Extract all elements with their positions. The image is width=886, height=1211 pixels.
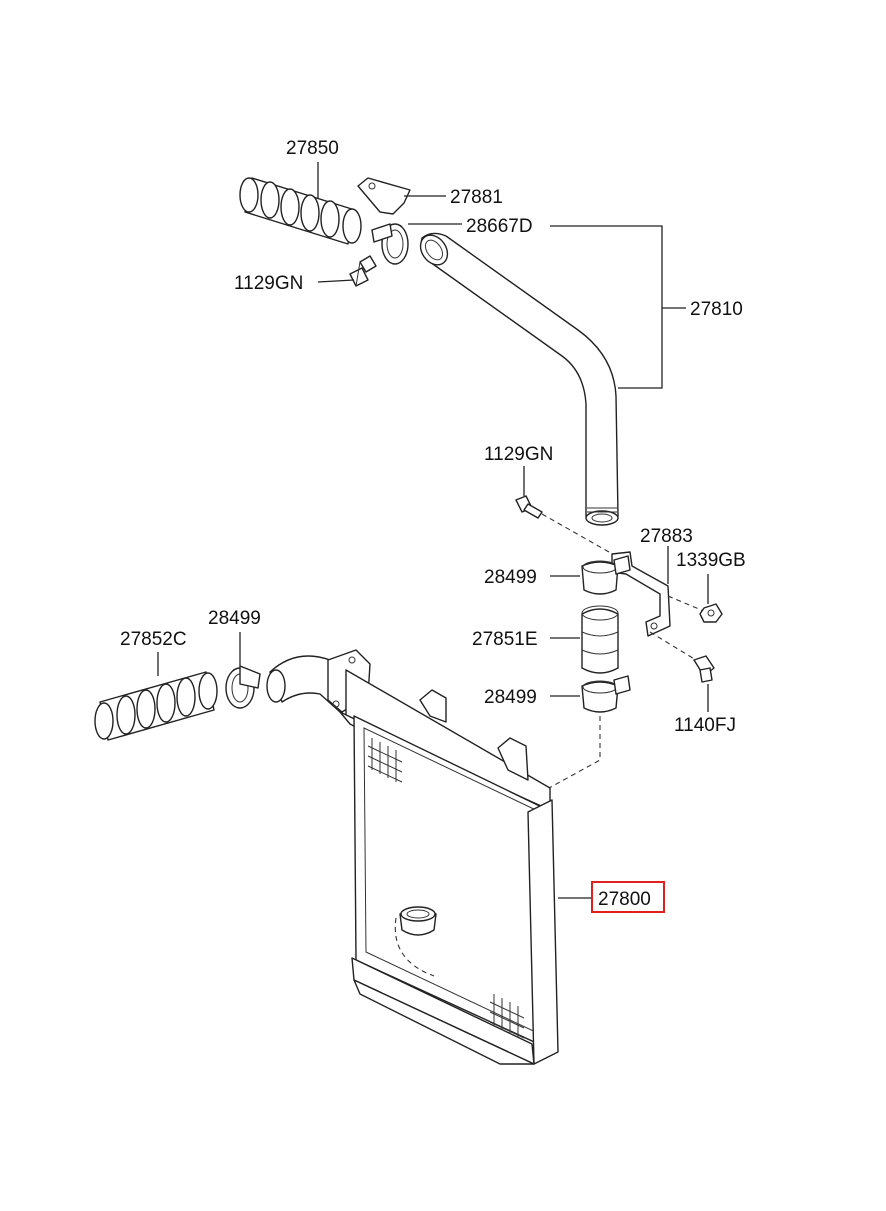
left-hose-27852c[interactable]: [94, 671, 218, 741]
label-27883: 27883: [640, 526, 693, 547]
label-27810: 27810: [690, 299, 743, 320]
clamp-28667d[interactable]: [371, 223, 409, 265]
clamp-28499-left[interactable]: [225, 665, 261, 709]
bracket-27883[interactable]: [611, 551, 671, 637]
intercooler-27800[interactable]: [266, 649, 559, 1065]
label-1339gb: 1339GB: [676, 550, 746, 571]
bolt-1129gn-upper[interactable]: [349, 255, 377, 287]
highlight-box-27800: [591, 881, 665, 913]
label-27852c: 27852C: [120, 629, 187, 650]
bolt-1129gn-middle[interactable]: [515, 495, 543, 519]
label-27881: 27881: [450, 187, 503, 208]
hose-27851e[interactable]: [581, 605, 619, 674]
bracket-27881[interactable]: [357, 177, 411, 215]
nut-1339gb[interactable]: [699, 603, 723, 623]
bolt-1140fj[interactable]: [693, 655, 715, 683]
label-28499-mid-top: 28499: [484, 567, 537, 588]
label-28499-mid-bottom: 28499: [484, 687, 537, 708]
pipe-27810[interactable]: [415, 230, 619, 526]
leader-dash-bolt-lower: [649, 631, 697, 661]
clamp-28499-mid-top[interactable]: [581, 555, 631, 595]
clamp-28499-mid-bottom[interactable]: [581, 675, 631, 713]
upper-hose-27850[interactable]: [239, 177, 362, 245]
label-28667d: 28667D: [466, 216, 533, 237]
core-mesh-bottom: [489, 994, 525, 1039]
label-27851e: 27851E: [472, 629, 538, 650]
label-1129gn-upper: 1129GN: [234, 273, 303, 294]
leader-dash-nut: [667, 595, 707, 613]
label-27800[interactable]: 27800: [598, 889, 651, 910]
label-1140fj: 1140FJ: [674, 715, 736, 736]
leader-lines: [157, 162, 709, 899]
label-1129gn-middle: 1129GN: [484, 444, 553, 465]
label-27850: 27850: [286, 138, 339, 159]
core-mesh-top: [367, 738, 403, 783]
label-28499-left: 28499: [208, 608, 261, 629]
